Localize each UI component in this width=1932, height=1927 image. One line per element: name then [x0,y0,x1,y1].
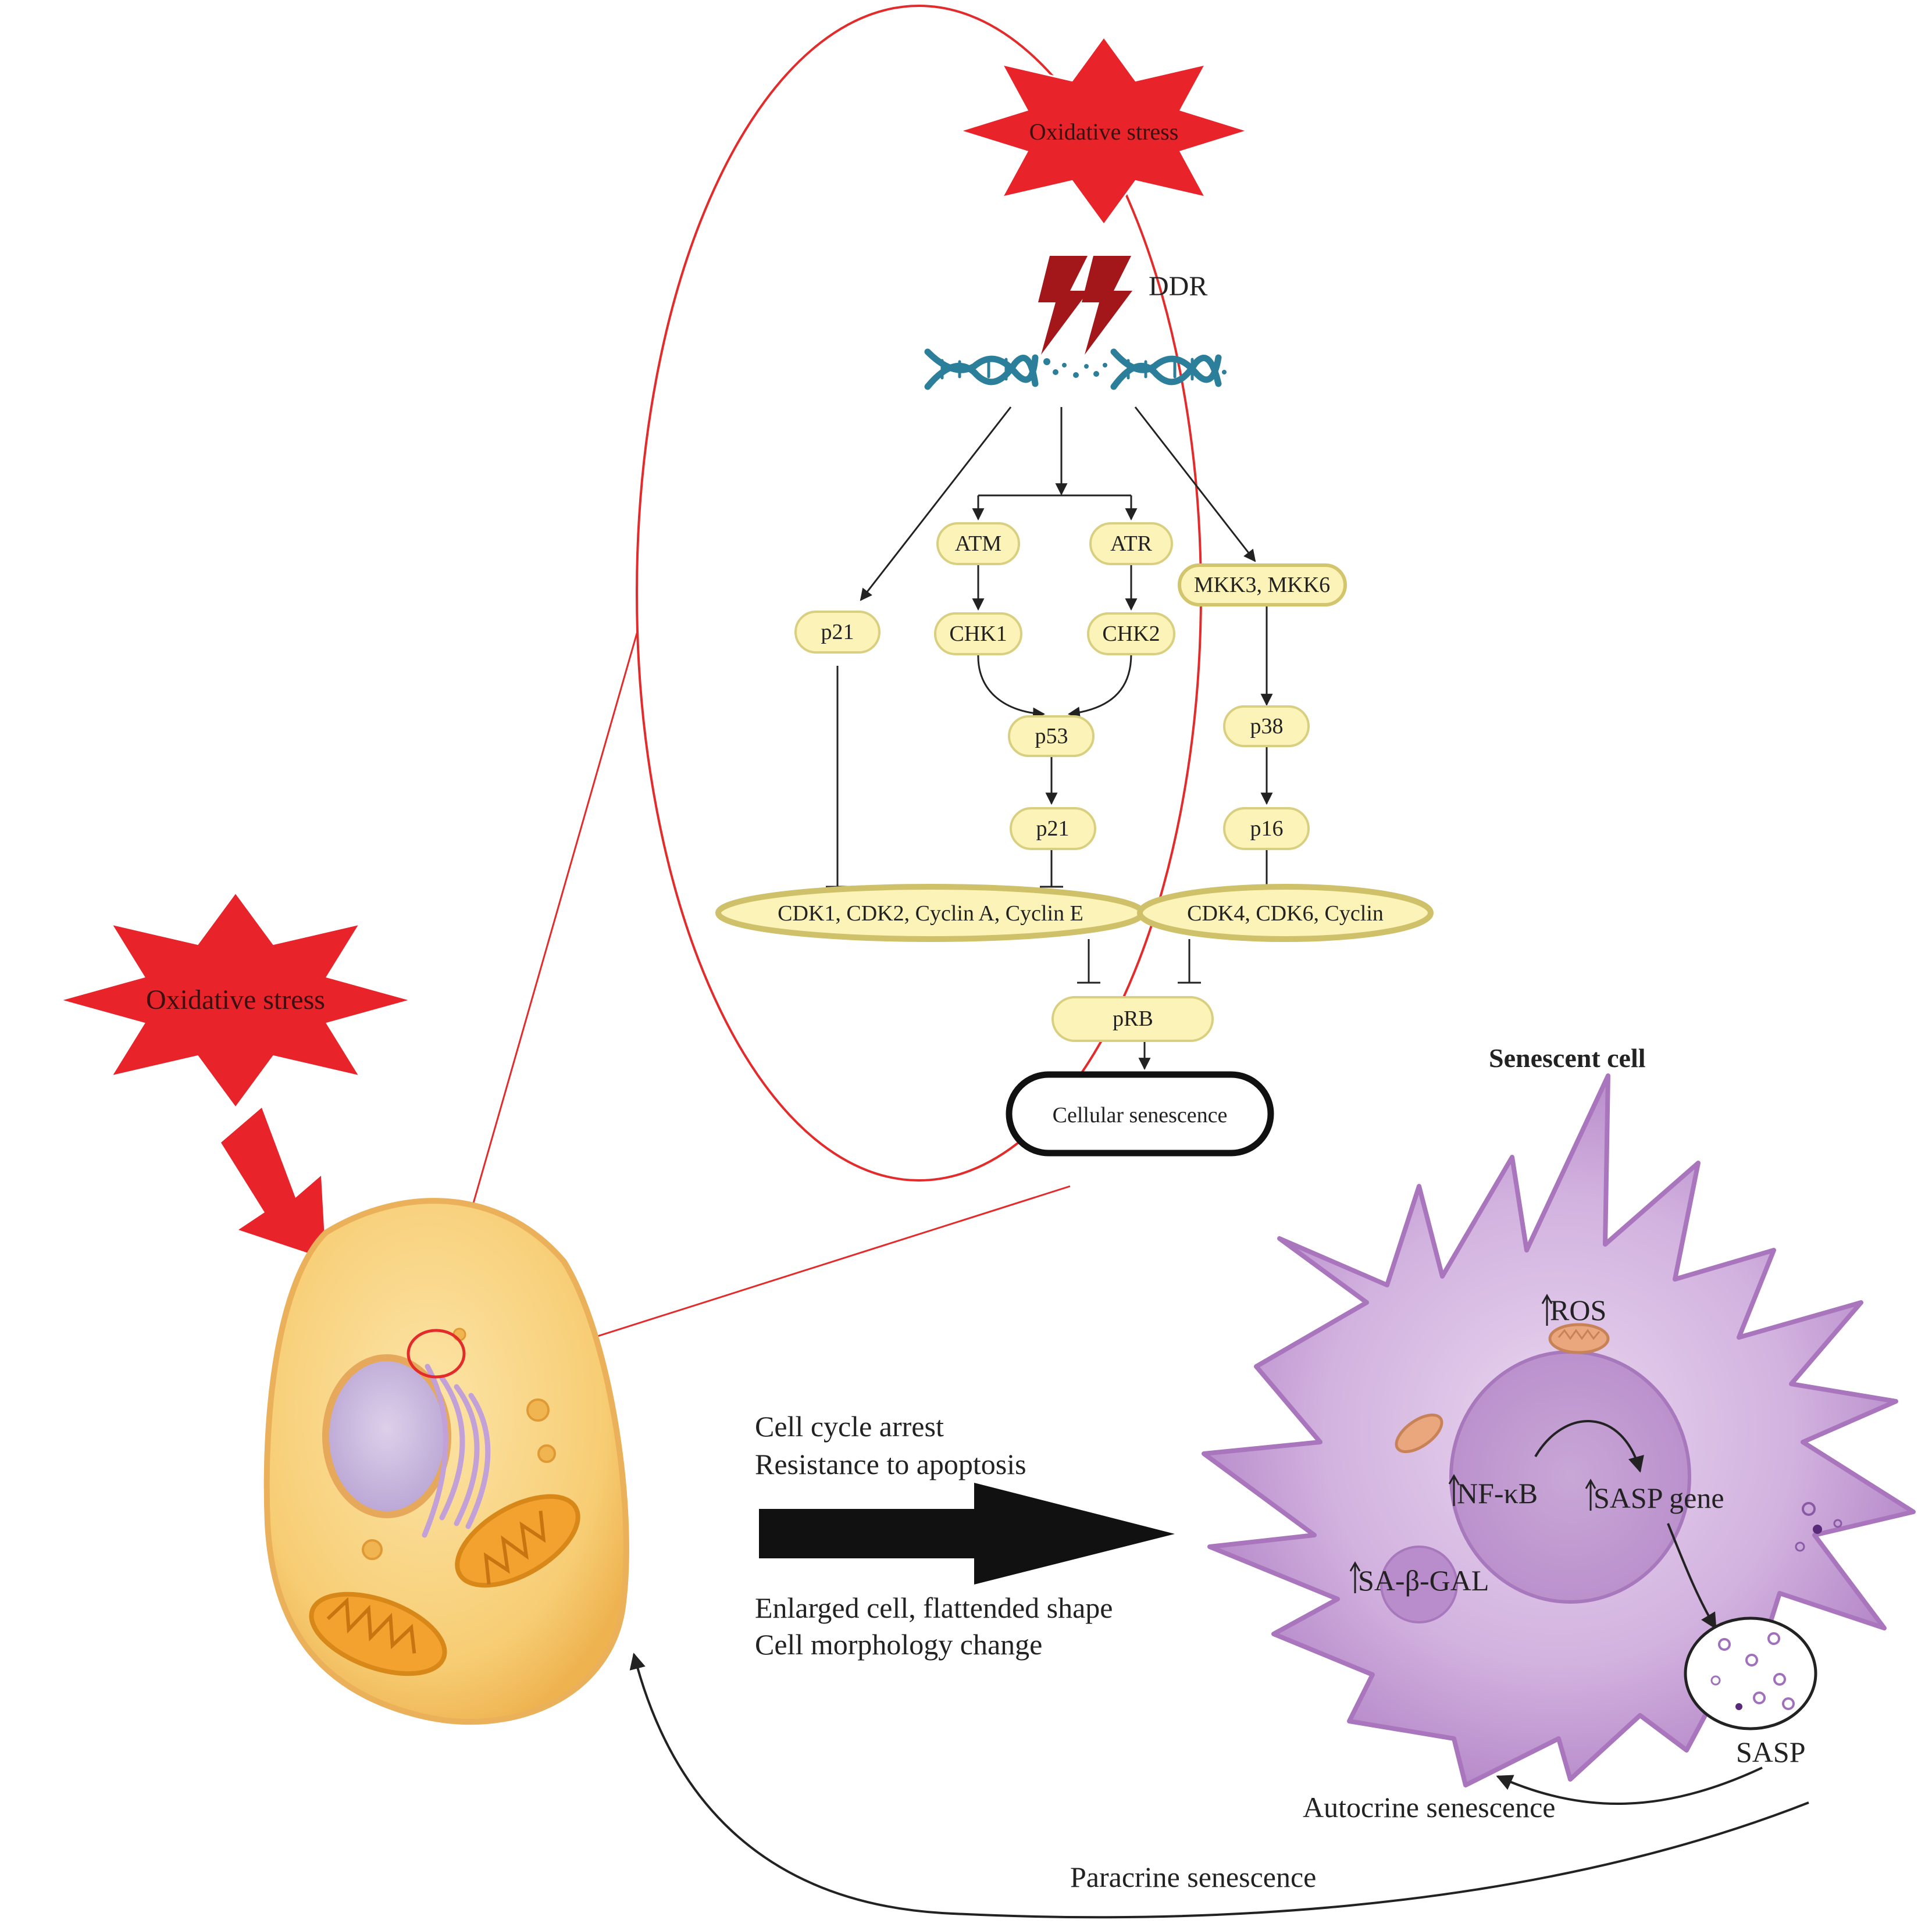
up-arrow-ros [1541,1293,1553,1326]
nfkb-to-sasp-arrow [1534,1420,1644,1473]
node-cellular-senescence: Cellular senescence [1006,1071,1274,1157]
pathway-connectors [826,406,1278,1070]
transition-arrow [759,1483,1175,1585]
senescent-mitochondrion-left [1395,1414,1443,1453]
lightning-icon [1038,256,1132,355]
mitochondrion-right [455,1494,580,1588]
svg-text:ATR: ATR [1110,531,1152,556]
oxidative-stress-star-left: Oxidative stress [56,891,415,1109]
sasp-particles [1795,1502,1842,1552]
transition-line-4: Cell morphology change [755,1628,1042,1661]
up-arrow-nfkb [1448,1473,1460,1506]
ddr-label: DDR [1149,271,1207,302]
oxidative-stress-star-top: Oxidative stress [957,35,1251,227]
sasp-label: SASP [1736,1736,1806,1768]
svg-text:p16: p16 [1250,816,1284,841]
node-cdk-left: CDK1, CDK2, Cyclin A, Cyclin E [715,884,1146,942]
up-arrow-sa-beta-gal [1349,1561,1361,1593]
svg-text:p21: p21 [821,620,854,644]
zoom-source-circle [407,1329,466,1379]
svg-text:ATM: ATM [955,531,1001,556]
node-p16: p16 [1223,807,1310,850]
sa-beta-gal-label: SA-β-GAL [1358,1564,1489,1597]
svg-text:p21: p21 [1036,816,1070,841]
endoplasmic-reticulum [422,1364,491,1538]
node-chk1: CHK1 [934,612,1022,655]
node-chk2: CHK2 [1087,612,1175,655]
node-mkk: MKK3, MKK6 [1178,563,1347,606]
oxidative-stress-label-left: Oxidative stress [146,984,325,1015]
sasp-secretion-arrow [1667,1523,1717,1630]
transition-line-1: Cell cycle arrest [755,1410,944,1443]
dna-break-icon [924,348,1227,390]
paracrine-arrow [629,1653,1809,1919]
svg-text:Cellular senescence: Cellular senescence [1053,1103,1228,1127]
ros-label: ROS [1550,1294,1606,1326]
node-cdk-right: CDK4, CDK6, Cyclin [1137,884,1434,942]
node-p21-left: p21 [794,611,881,654]
sasp-vesicle [1684,1616,1817,1730]
svg-text:CHK2: CHK2 [1102,622,1160,646]
svg-text:CHK1: CHK1 [949,622,1007,646]
mitochondrion-left [309,1591,447,1676]
node-prb: pRB [1051,996,1214,1042]
svg-text:p38: p38 [1250,714,1284,738]
node-atm: ATM [936,522,1020,565]
svg-text:CDK4, CDK6, Cyclin: CDK4, CDK6, Cyclin [1187,901,1384,926]
sa-beta-gal-vesicle [1380,1546,1458,1623]
transition-line-2: Resistance to apoptosis [755,1448,1026,1480]
nucleus [322,1354,451,1518]
sasp-gene-label: SASP gene [1594,1482,1724,1514]
svg-text:MKK3, MKK6: MKK3, MKK6 [1194,573,1330,597]
svg-text:pRB: pRB [1113,1007,1153,1031]
autocrine-label: Autocrine senescence [1303,1791,1556,1823]
transition-line-3: Enlarged cell, flattended shape [755,1591,1113,1624]
up-arrow-sasp-gene [1585,1478,1596,1511]
node-p53: p53 [1008,715,1095,757]
node-p38: p38 [1223,705,1310,747]
stress-arrow [221,1108,326,1259]
senescent-cell-title: Senescent cell [1489,1043,1646,1073]
nfkb-label: NF-κB [1457,1477,1538,1510]
senescent-mitochondrion-top [1548,1323,1610,1354]
normal-cell [263,1198,629,1725]
autocrine-arrow [1496,1767,1763,1805]
node-p21-mid: p21 [1010,807,1096,850]
svg-text:CDK1, CDK2, Cyclin A, Cyclin E: CDK1, CDK2, Cyclin A, Cyclin E [778,901,1083,926]
oxidative-stress-label-top: Oxidative stress [1029,119,1179,145]
paracrine-label: Paracrine senescence [1070,1861,1316,1893]
node-atr: ATR [1089,522,1173,565]
svg-text:p53: p53 [1035,724,1068,748]
